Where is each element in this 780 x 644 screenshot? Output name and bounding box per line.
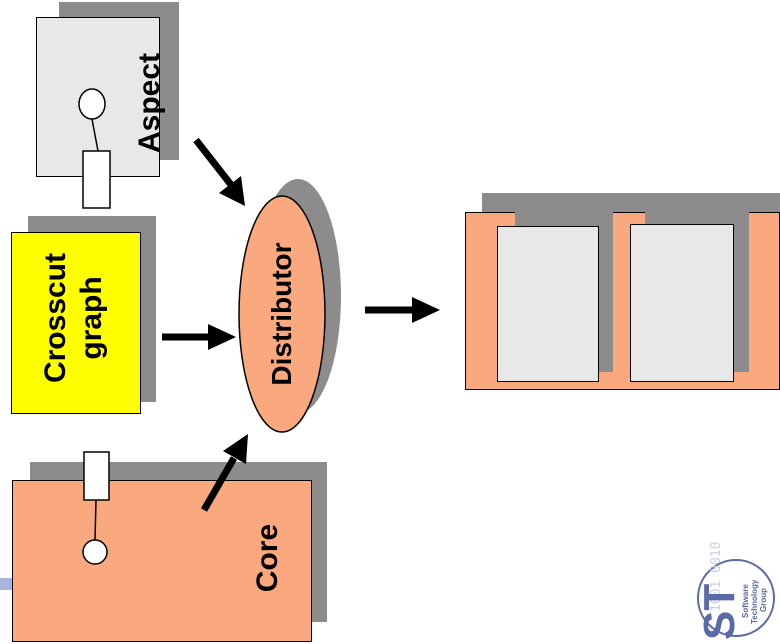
core-box (12, 480, 312, 642)
aspect-pin-base (82, 150, 111, 209)
output-inner-left-box (497, 226, 599, 382)
crosscut-graph-box (11, 232, 141, 414)
logo-letters: ST (695, 584, 744, 640)
logo-line2: Technology (750, 579, 759, 624)
arrow-crosscut-to-distributor (162, 324, 236, 350)
logo-line3: Group (759, 588, 768, 612)
arrow-distributor-to-output (365, 297, 440, 323)
aspect-pin-stem (91, 118, 99, 152)
distributor-label: Distributor (266, 242, 297, 386)
core-pin-base (83, 451, 110, 501)
distributor-ellipse (238, 195, 326, 433)
arrow-aspect-to-distributor (193, 137, 245, 206)
output-inner-right-box (630, 224, 734, 382)
st-logo: 1001 0010 ST Software Technology Group (695, 542, 775, 640)
core-pin-head (82, 539, 108, 565)
arrow-core-to-distributor (200, 434, 248, 512)
decor-bar (0, 578, 12, 590)
logo-line1: Software (741, 584, 750, 618)
logo-bits: 1001 0010 (709, 542, 724, 612)
aspect-pin-head (78, 88, 106, 120)
core-pin-stem (94, 499, 97, 541)
